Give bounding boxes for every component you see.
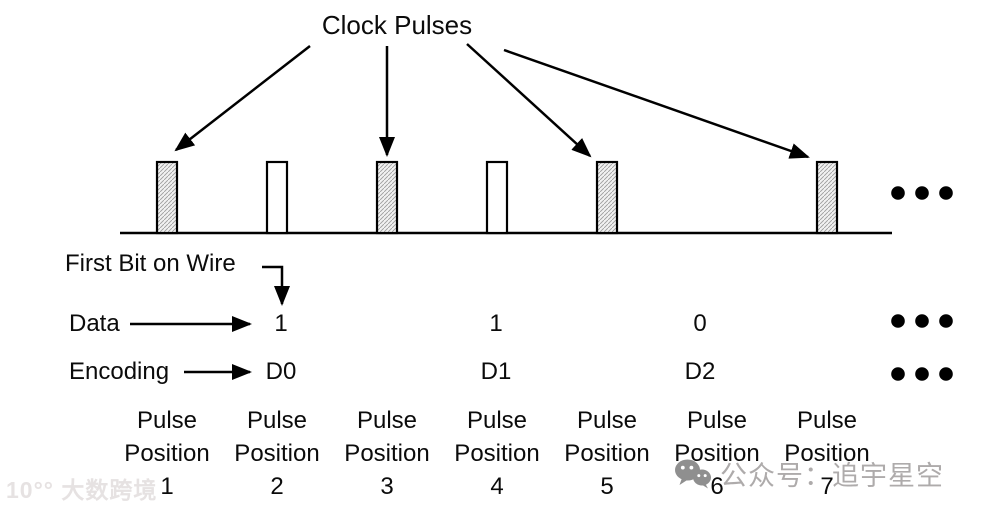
clock-arrow-to-pulse-1: [174, 45, 311, 152]
clock-arrow-to-pulse-7: [503, 48, 810, 159]
data-bit-value-3: 0: [693, 310, 707, 337]
watermark-bottom-left: 10°° 大数跨境: [6, 477, 158, 503]
encoding-row-label: Encoding: [69, 358, 170, 385]
ellipsis-waveform: [891, 186, 953, 200]
clock-pulse-position-3: [375, 160, 399, 235]
clock-pulse-position-1: [155, 160, 179, 235]
data-pulse-position-2: [265, 160, 289, 235]
watermark-bottom-right: 公众号：追宇星空: [674, 454, 944, 493]
data-row-label: Data: [69, 310, 120, 337]
encoding-value-1: D0: [265, 358, 297, 385]
clock-arrow-to-pulse-5: [466, 43, 592, 158]
encoding-value-3: D2: [684, 358, 716, 385]
clock-pulse-position-7: [815, 160, 839, 235]
wechat-icon: [675, 459, 711, 489]
encoding-value-2: D1: [480, 358, 512, 385]
ellipsis-data: [891, 314, 953, 328]
data-bit-value-2: 1: [489, 310, 503, 337]
watermark-text: 公众号：追宇星空: [720, 461, 944, 491]
data-bit-value-1: 1: [274, 310, 288, 337]
clock-pulses-label: Clock Pulses: [321, 10, 473, 40]
ellipsis-encoding: [891, 367, 953, 381]
first-bit-on-wire-label: First Bit on Wire: [65, 250, 236, 277]
data-pulse-position-4: [485, 160, 509, 235]
first-bit-arrow: [262, 265, 290, 306]
clock-pulse-position-5: [595, 160, 619, 235]
